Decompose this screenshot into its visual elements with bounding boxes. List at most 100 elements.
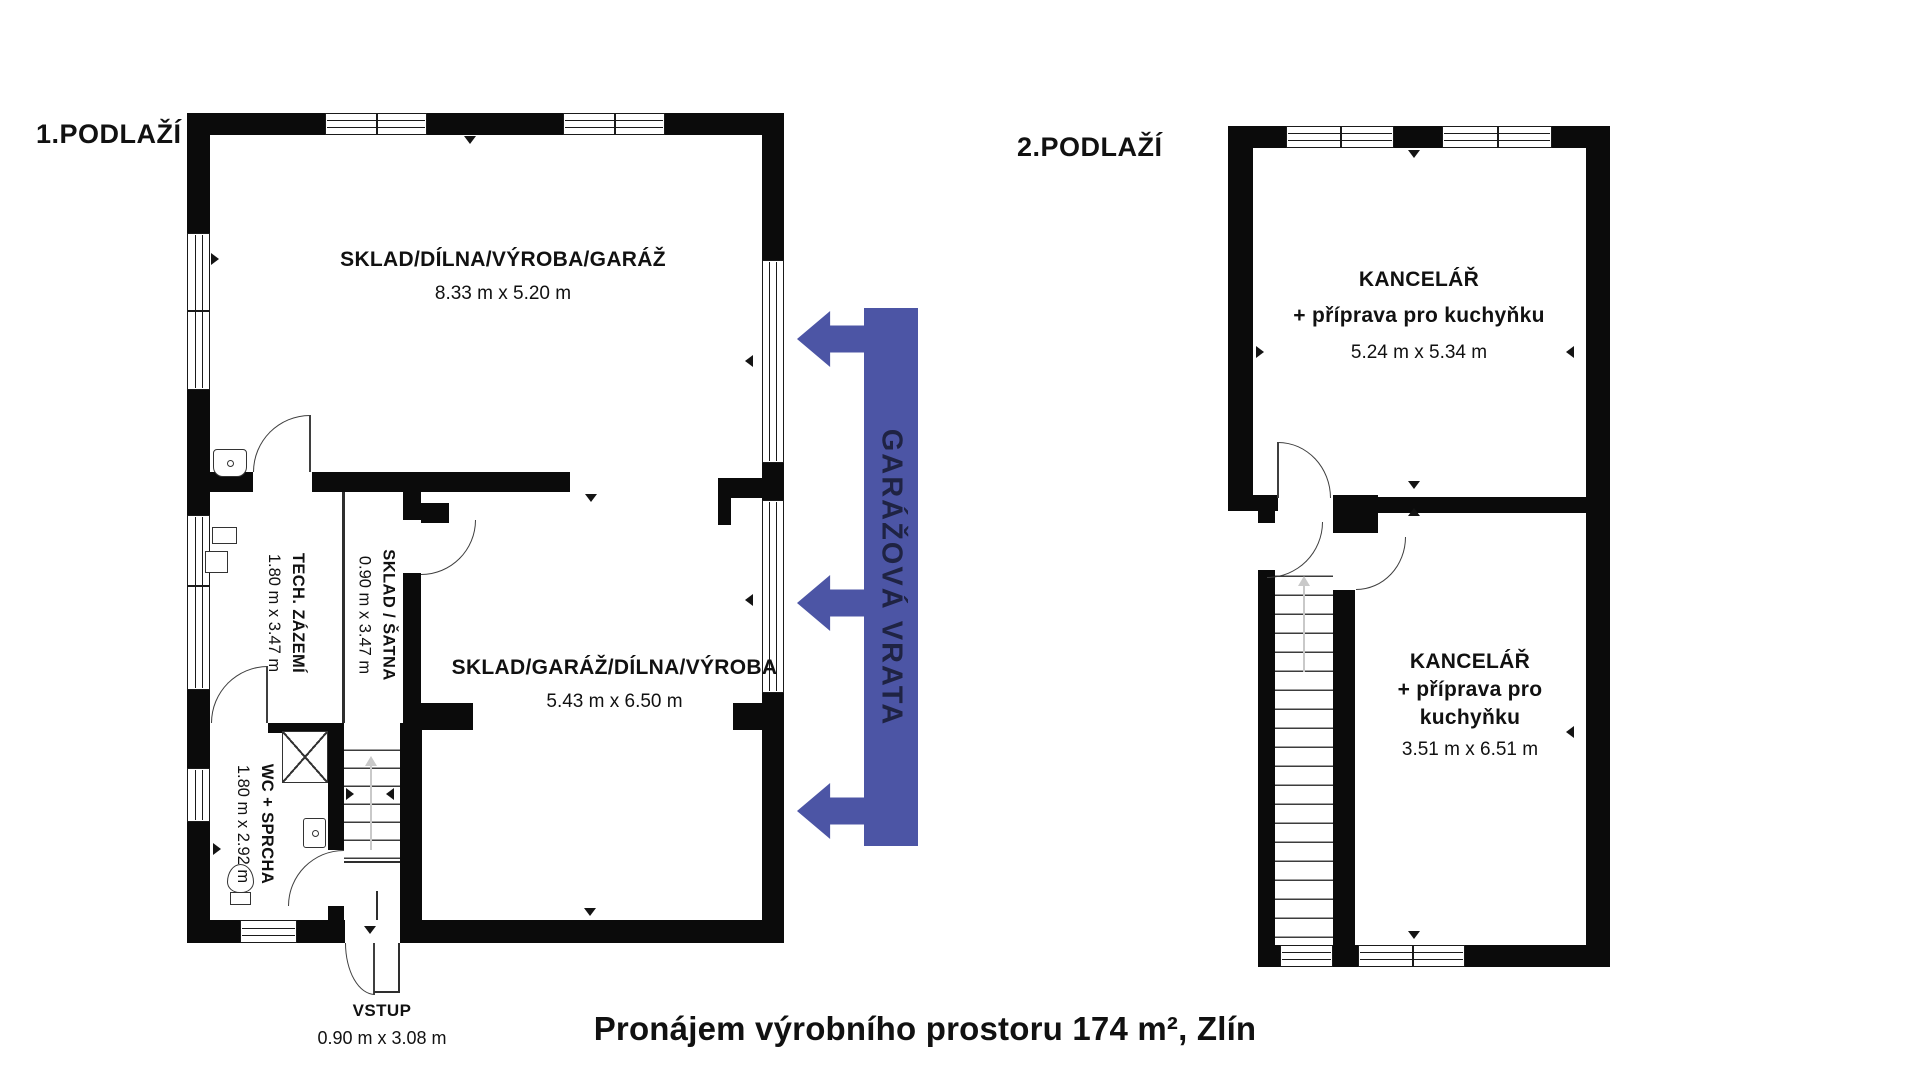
sink-fixture (213, 449, 247, 477)
wall-segment (718, 478, 764, 498)
wall-segment (268, 723, 344, 733)
wall-segment (187, 690, 210, 768)
entrance-name: VSTUP (352, 1001, 412, 1020)
tick-mark (1408, 508, 1420, 516)
room-label-wc: WC + SPRCHA 1.80 m x 2.92 m (231, 744, 279, 904)
wall-segment (1333, 495, 1378, 533)
tick-mark (584, 908, 596, 916)
stair-direction-arrow (1303, 586, 1305, 672)
room-label-tech: TECH. ZÁZEMÍ 1.80 m x 3.47 m (262, 533, 310, 693)
wall-segment (403, 573, 421, 723)
window (187, 233, 210, 390)
wall-segment (1333, 945, 1358, 967)
wall-segment (733, 703, 784, 730)
window-mullion (1340, 127, 1342, 147)
room-name: SKLAD/GARÁŽ/DÍLNA/VÝROBA (451, 656, 778, 679)
tick-mark (745, 355, 753, 367)
wall-segment (718, 498, 731, 525)
tick-mark (211, 253, 219, 265)
door-leaf (1277, 442, 1279, 498)
garage-gate-arrow (797, 311, 866, 367)
window (240, 920, 297, 943)
wall-segment (400, 920, 784, 943)
window-mullion (1497, 127, 1499, 147)
tick-mark (745, 594, 753, 606)
wall-segment (187, 113, 210, 233)
room-label-satna: SKLAD / ŠATNA 0.90 m x 3.47 m (353, 528, 401, 703)
garage-door-opening (762, 260, 784, 463)
room-label-main: SKLAD/GARÁŽ/DÍLNA/VÝROBA 5.43 m x 6.50 m (442, 654, 787, 713)
room-name-line3: kuchyňku (1419, 706, 1521, 729)
door-arc (421, 520, 476, 575)
vestibule-line (374, 991, 400, 993)
tick-mark (1408, 931, 1420, 939)
room-name: WC + SPRCHA (258, 763, 276, 885)
tick-mark (364, 926, 376, 934)
tick-mark (464, 136, 476, 144)
wall-segment (762, 463, 784, 500)
wall-segment (1394, 126, 1442, 148)
tech-fixture (212, 527, 237, 544)
page-caption: Pronájem výrobního prostoru 174 m², Zlín (593, 1010, 1257, 1047)
wall-segment (1465, 945, 1610, 967)
wall-segment (187, 113, 325, 135)
room-name-line1: KANCELÁŘ (1358, 268, 1480, 291)
window-mullion (614, 114, 616, 134)
wall-segment (1586, 126, 1610, 967)
vestibule-line (376, 891, 378, 920)
wall-segment (328, 906, 344, 943)
door-arc (211, 666, 268, 723)
room-dims: 1.80 m x 3.47 m (265, 553, 283, 673)
door-arc (1278, 442, 1331, 498)
room-dims: 8.33 m x 5.20 m (434, 283, 572, 304)
wall-segment (312, 472, 570, 492)
wall-segment (1258, 945, 1280, 967)
wall-segment (1258, 570, 1275, 945)
vestibule-line (398, 943, 400, 993)
stair-direction-arrow (370, 766, 372, 850)
room-name-line2: + příprava pro (1397, 678, 1543, 701)
wall-segment (665, 113, 784, 135)
sink-fixture (303, 818, 326, 848)
floor1-title: 1.PODLAŽÍ (36, 119, 182, 149)
partition-wall (342, 492, 345, 723)
window (187, 768, 210, 822)
wall-segment (762, 693, 784, 943)
window (1358, 945, 1465, 967)
window (1280, 945, 1333, 967)
wall-segment (420, 703, 473, 730)
window (325, 113, 427, 135)
window (1286, 126, 1394, 148)
wall-segment (427, 113, 563, 135)
tick-mark (213, 843, 221, 855)
entrance-door-arc (345, 943, 375, 995)
window (1442, 126, 1552, 148)
door-arc (253, 415, 310, 472)
entrance-label: VSTUP 0.90 m x 3.08 m (307, 1001, 457, 1049)
stair-direction-arrow (1298, 576, 1310, 586)
room-dims: 3.51 m x 6.51 m (1401, 739, 1539, 760)
wall-segment (762, 113, 784, 260)
room-name: TECH. ZÁZEMÍ (289, 552, 307, 674)
room-dims: 5.24 m x 5.34 m (1350, 342, 1488, 363)
window (563, 113, 665, 135)
wall-segment (328, 723, 344, 850)
toilet-fixture (230, 892, 251, 905)
room-dims: 1.80 m x 2.92 m (234, 764, 252, 884)
room-label-office-top: KANCELÁŘ + příprava pro kuchyňku 5.24 m … (1269, 262, 1569, 364)
wall-segment (187, 390, 210, 515)
garage-door-opening (762, 500, 784, 693)
room-dims: 5.43 m x 6.50 m (546, 691, 683, 712)
room-name: SKLAD / ŠATNA (379, 549, 398, 681)
wall-segment (400, 723, 422, 920)
room-label-top: SKLAD/DÍLNA/VÝROBA/GARÁŽ 8.33 m x 5.20 m (333, 246, 673, 305)
tech-fixture (205, 551, 228, 573)
wall-segment (210, 472, 253, 492)
floor2-title: 2.PODLAŽÍ (1017, 132, 1163, 162)
tick-mark (1408, 481, 1420, 489)
window-mullion (188, 585, 209, 587)
entrance-dims: 0.90 m x 3.08 m (317, 1028, 447, 1048)
door-leaf (309, 415, 311, 472)
tick-mark (1566, 726, 1574, 738)
